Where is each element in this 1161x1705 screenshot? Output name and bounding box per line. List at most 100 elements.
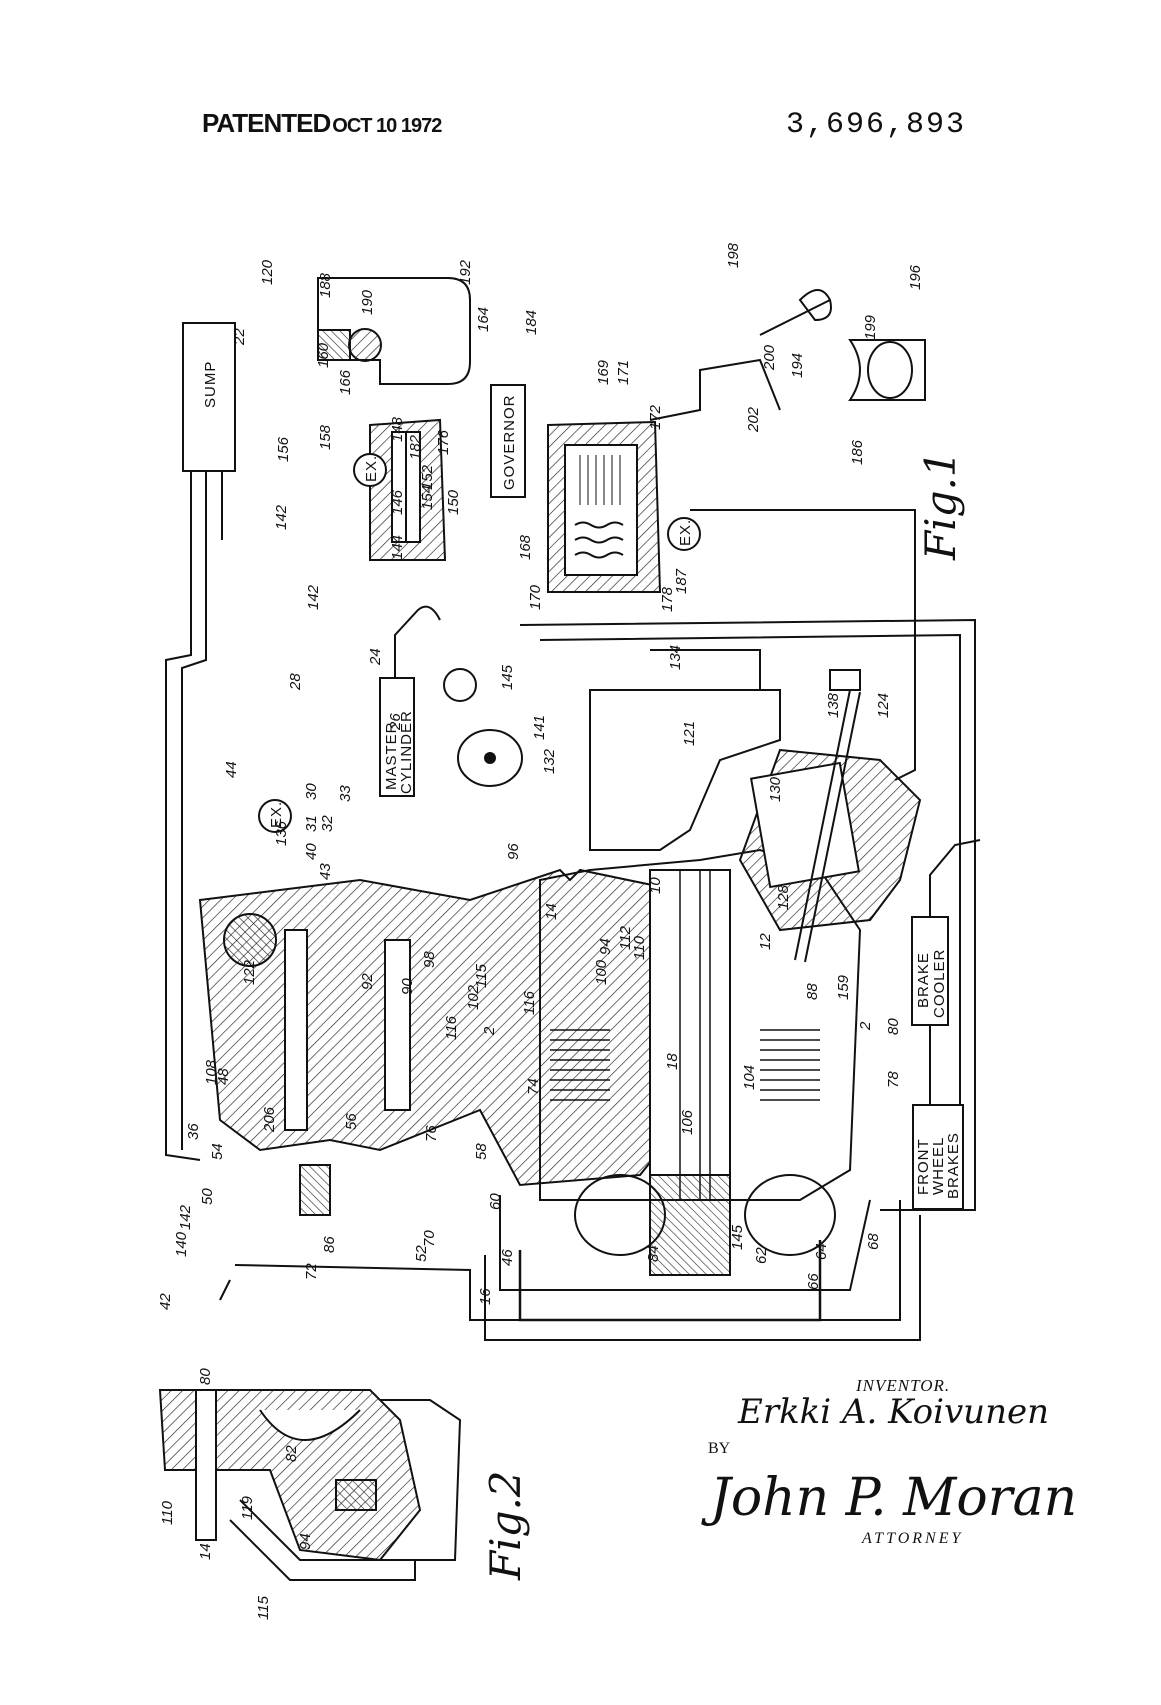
reference-numeral: 142 (177, 1204, 194, 1230)
reference-numeral: 26 (387, 713, 404, 731)
reference-numeral: 190 (359, 289, 376, 315)
attorney-title: ATTORNEY (862, 1530, 963, 1548)
reference-numeral: 90 (399, 978, 416, 995)
reference-numeral: 80 (197, 1368, 214, 1385)
reference-numeral: 64 (813, 1243, 830, 1260)
front-brakes-label-3: BRAKES (945, 1132, 962, 1199)
reference-numeral: 40 (303, 843, 320, 860)
reference-numeral: 58 (473, 1143, 490, 1160)
reference-numeral: 142 (305, 584, 322, 610)
attorney-signature: John P. Moran (710, 1468, 1077, 1528)
reference-numeral: 194 (789, 353, 806, 378)
reference-numeral: 16 (477, 1288, 494, 1305)
reference-numeral: 44 (223, 761, 240, 778)
reference-numeral: 170 (527, 584, 544, 610)
reference-numeral: 98 (421, 951, 438, 968)
reference-numeral: 22 (231, 328, 248, 346)
reference-numeral: 36 (185, 1123, 202, 1140)
reference-numeral: 134 (667, 645, 684, 670)
reference-numeral: 46 (499, 1249, 516, 1266)
reference-numeral: 72 (303, 1263, 320, 1280)
reference-numeral: 206 (261, 1106, 278, 1133)
reference-numeral: 66 (805, 1273, 822, 1290)
reference-numeral: 154 (419, 485, 436, 510)
reference-numeral: 78 (885, 1071, 902, 1088)
sump-label: SUMP (202, 361, 219, 408)
reference-numeral: 192 (457, 259, 474, 285)
reference-numeral: 18 (664, 1053, 681, 1070)
reference-numeral: 48 (215, 1068, 232, 1085)
pedal-linkage (760, 290, 831, 335)
reference-numeral: 116 (443, 1015, 460, 1040)
reference-numeral: 130 (767, 776, 784, 802)
reference-numeral: 160 (315, 342, 332, 368)
reference-numeral: 84 (645, 1245, 662, 1262)
reference-numeral: 100 (593, 959, 610, 985)
reference-numeral: 50 (199, 1188, 216, 1205)
reference-numeral: 150 (445, 489, 462, 515)
reference-numeral: 12 (757, 933, 774, 950)
reference-numeral: 140 (173, 1231, 190, 1257)
reference-numeral: 122 (241, 959, 258, 985)
reference-numeral: 186 (849, 439, 866, 465)
exhaust-label-2: EX. (677, 519, 694, 546)
reference-numeral: 142 (273, 504, 290, 530)
reference-numeral: 164 (475, 307, 492, 332)
reference-numeral: 146 (389, 489, 406, 515)
reference-numeral: 70 (421, 1230, 438, 1247)
reference-numeral: 10 (647, 877, 664, 894)
reference-numeral: 115 (255, 1595, 272, 1620)
reference-numeral: 144 (389, 535, 406, 560)
reference-numeral: 145 (499, 664, 516, 690)
reference-numeral: 182 (407, 434, 424, 460)
reference-numeral: 106 (679, 1109, 696, 1135)
line-186 (690, 510, 915, 780)
reference-numeral: 166 (337, 369, 354, 395)
reference-numeral: 128 (775, 884, 792, 910)
reference-numeral: 60 (487, 1193, 504, 1210)
reference-numeral: 86 (321, 1236, 338, 1253)
reference-numeral: 30 (303, 783, 320, 800)
reference-numeral: 116 (521, 990, 538, 1015)
governor-label: GOVERNOR (501, 394, 518, 490)
reference-numeral: 54 (209, 1143, 226, 1160)
reference-numeral: 2 (857, 1021, 874, 1031)
reference-numeral: 198 (725, 242, 742, 268)
exhaust-label-1: EX. (363, 455, 380, 482)
reference-numeral: 145 (729, 1224, 746, 1250)
reference-numeral: 104 (741, 1065, 758, 1090)
reference-numeral: 141 (531, 715, 548, 740)
reference-numeral: 120 (259, 259, 276, 285)
reference-numeral: 62 (753, 1247, 770, 1264)
reference-numeral: 132 (541, 748, 558, 774)
reference-numeral: 121 (681, 721, 698, 746)
reference-numeral: 136 (273, 820, 290, 846)
reference-numeral: 159 (835, 974, 852, 1000)
figure-2-label: Fig.2 (481, 1470, 530, 1581)
reference-numeral: 188 (317, 272, 334, 298)
reference-numeral: 115 (473, 963, 490, 988)
reference-numeral: 43 (317, 863, 334, 880)
inventor-name: Erkki A. Koivunen (738, 1392, 1049, 1432)
reference-numeral: 176 (435, 429, 452, 455)
reference-numeral: 24 (367, 648, 384, 666)
reference-numeral: 196 (907, 264, 924, 290)
reference-numeral: 200 (761, 344, 778, 371)
reference-numeral: 184 (523, 310, 540, 335)
reference-numeral: 28 (287, 673, 304, 691)
reference-numeral: 169 (595, 359, 612, 385)
reference-numeral: 124 (875, 693, 892, 718)
reference-numeral: 138 (825, 692, 842, 718)
reference-numeral: 187 (673, 568, 690, 594)
reference-numeral: 32 (319, 815, 336, 832)
reference-numeral: 110 (159, 1500, 176, 1525)
reference-numeral: 94 (297, 1533, 314, 1550)
figure-1-label: Fig.1 (916, 450, 965, 561)
reference-numeral: 171 (615, 360, 632, 385)
reference-numeral: 14 (543, 903, 560, 920)
reference-numeral: 92 (359, 973, 376, 990)
reference-numeral: 56 (343, 1113, 360, 1130)
reference-numeral: 31 (303, 815, 320, 832)
reference-numeral: 68 (865, 1233, 882, 1250)
